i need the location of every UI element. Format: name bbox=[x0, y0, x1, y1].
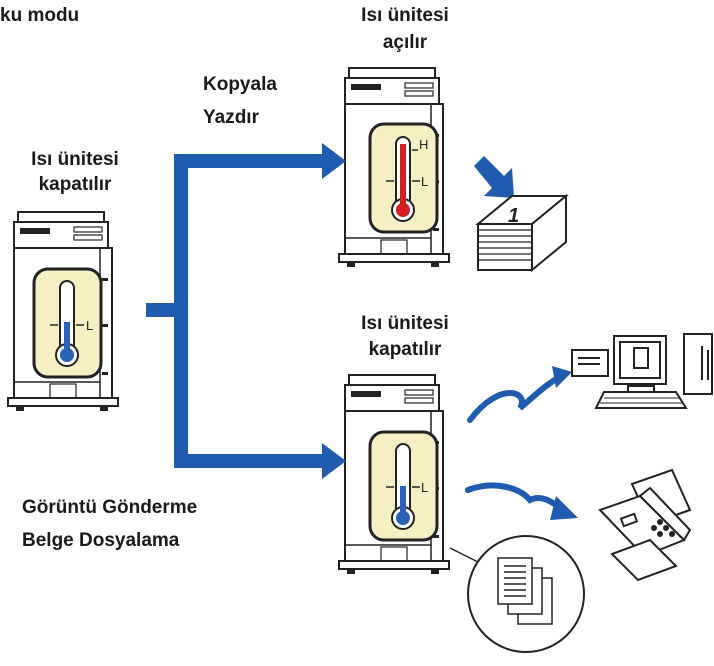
function-document-filing: Belge Dosyalama bbox=[22, 530, 180, 551]
left-thermometer-gauge: L bbox=[32, 267, 103, 379]
top-gauge-high: H bbox=[419, 137, 428, 152]
stored-documents-bubble bbox=[449, 535, 585, 653]
printed-page-number: 1 bbox=[508, 205, 519, 227]
title-partial: ku modu bbox=[0, 5, 80, 26]
top-thermometer-gauge: H L bbox=[368, 122, 439, 234]
left-gauge-mark: L bbox=[86, 318, 93, 333]
function-print: Yazdır bbox=[203, 107, 259, 128]
left-machine-label-line1: Isı ünitesi bbox=[31, 149, 119, 170]
bottom-gauge-mark: L bbox=[421, 480, 428, 495]
printed-stack-icon: 1 bbox=[475, 193, 569, 273]
function-image-send: Görüntü Gönderme bbox=[22, 497, 198, 518]
send-arrow-to-fax bbox=[465, 482, 578, 520]
branch-arrows bbox=[146, 143, 346, 479]
send-arrow-to-pc bbox=[467, 366, 572, 423]
left-machine-label-line2: kapatılır bbox=[38, 174, 112, 195]
fax-icon bbox=[598, 468, 692, 582]
bottom-thermometer-gauge: L bbox=[368, 430, 439, 542]
function-copy: Kopyala bbox=[203, 74, 277, 95]
bottom-machine-label-line2: kapatılır bbox=[368, 339, 442, 360]
computer-icon bbox=[571, 333, 713, 409]
document-pages-icon bbox=[497, 557, 553, 625]
top-machine-label-line2: açılır bbox=[382, 32, 428, 53]
top-gauge-low: L bbox=[421, 174, 428, 189]
print-output-arrow bbox=[474, 156, 514, 198]
top-machine-label-line1: Isı ünitesi bbox=[361, 5, 449, 26]
bottom-machine-label-line1: Isı ünitesi bbox=[361, 313, 449, 334]
